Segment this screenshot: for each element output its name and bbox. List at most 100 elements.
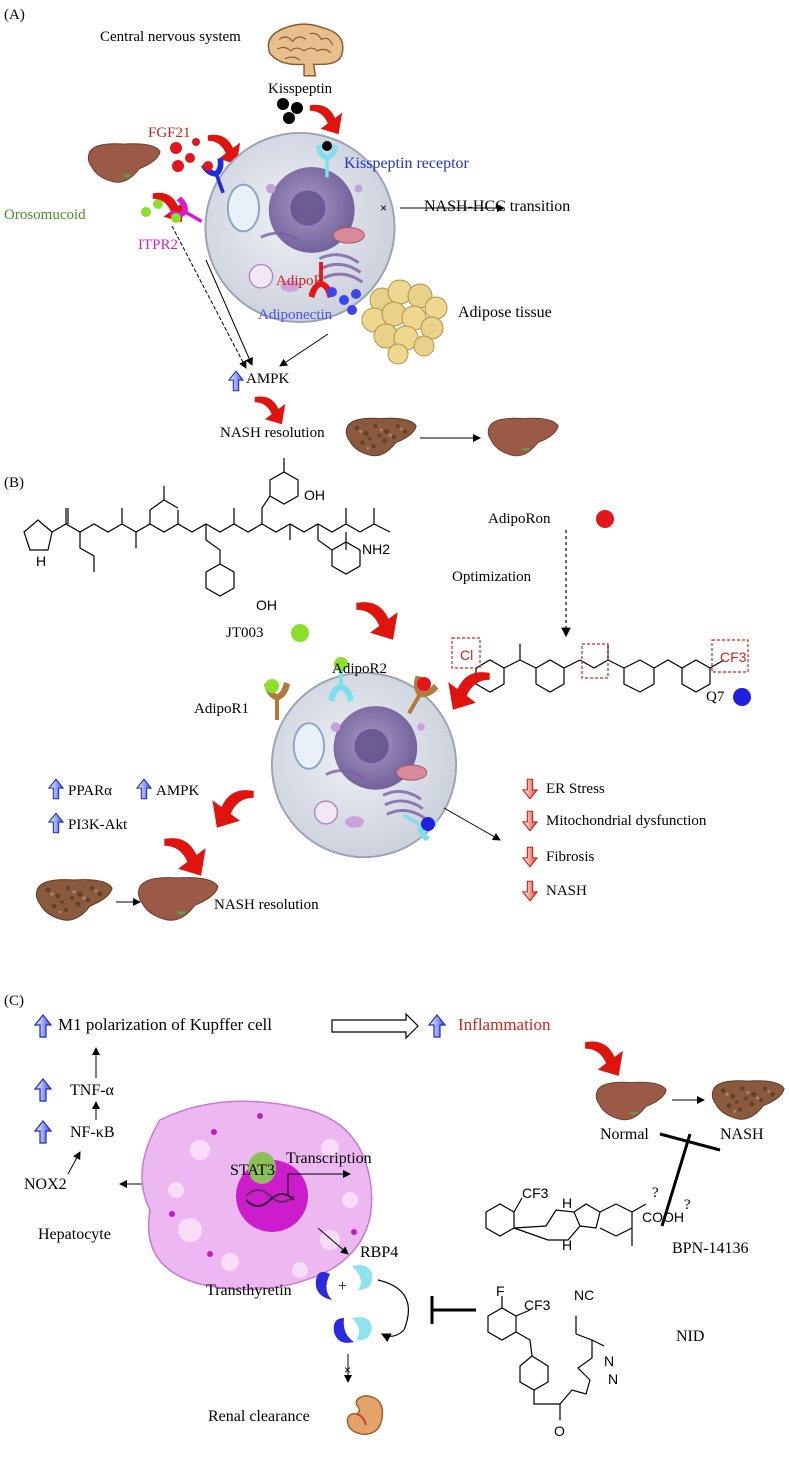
panel-b-label: (B)	[4, 475, 24, 491]
inflammation-label: Inflammation	[458, 1015, 551, 1034]
stat3-label: STAT3	[230, 1162, 275, 1179]
chem-h-bpn-1: H	[562, 1195, 573, 1211]
panel-a-label: (A)	[4, 7, 25, 23]
nid-label: NID	[676, 1328, 705, 1345]
liver-icon-a	[87, 143, 161, 183]
inhibit-bar-bpn	[659, 1132, 721, 1227]
up-arrow-ppara	[48, 778, 64, 800]
chem-cf3: CF3	[720, 649, 747, 665]
rbp4-icon	[352, 1265, 373, 1290]
up-arrow-inflammation	[428, 1014, 446, 1038]
nash-liver-icon-b	[35, 879, 113, 921]
adiporon-label: AdipoRon	[488, 511, 551, 527]
panel-c: ×	[34, 1012, 785, 1436]
orosomucoid-label: Orosomucoid	[4, 207, 86, 223]
hepatocyte-label: Hepatocyte	[38, 1226, 111, 1243]
inhibit-bar-nid	[430, 1296, 476, 1324]
adipose-label: Adipose tissue	[458, 304, 552, 321]
chem-nc: NC	[574, 1287, 595, 1303]
healthy-liver-icon-b	[137, 877, 219, 921]
chem-n-1: N	[604, 1353, 615, 1369]
panel-b-icons	[35, 510, 751, 921]
healthy-liver-icon-a	[487, 417, 559, 457]
cycle-arrow-end	[380, 1329, 405, 1343]
optimization-label: Optimization	[452, 569, 532, 585]
ampk-label-b: AMPK	[156, 783, 200, 799]
nash-liver-icon-c	[711, 1080, 785, 1120]
chem-h: H	[36, 553, 47, 569]
adiporon-dot	[596, 510, 614, 528]
nox2-label: NOX2	[24, 1176, 67, 1193]
plus-sign: +	[338, 1278, 348, 1295]
red-arrow-q7	[448, 672, 490, 710]
down-arrow-er	[522, 778, 538, 800]
red-arrow-inflammation	[585, 1041, 623, 1076]
up-arrow-tnf	[34, 1078, 52, 1102]
ampk-label-a: AMPK	[246, 371, 290, 387]
m1-label: M1 polarization of Kupffer cell	[58, 1015, 273, 1034]
fgf21-label: FGF21	[148, 125, 191, 141]
nash-liver-icon-a	[345, 417, 417, 457]
nash-label-c: NASH	[720, 1126, 764, 1143]
adipor2-label: AdipoR2	[332, 661, 388, 677]
jt003-dot	[291, 624, 309, 642]
panel-b	[23, 458, 749, 693]
fgf21-bound-dot	[203, 161, 213, 171]
up-arrow-ampk-b	[136, 778, 152, 800]
bpn-label: BPN-14136	[672, 1240, 749, 1257]
jt003-label: JT003	[226, 625, 264, 641]
brain-icon	[267, 23, 344, 77]
inhibit-x: ×	[380, 201, 387, 215]
kisspeptin-label: Kisspeptin	[268, 81, 333, 97]
chem-f: F	[496, 1283, 505, 1299]
up-arrow-nfkb	[34, 1120, 52, 1144]
adipose-tissue-icon	[361, 279, 448, 365]
kidney-icon	[346, 1394, 384, 1436]
tnf-label: TNF-α	[70, 1082, 114, 1099]
rbp4-label: RBP4	[360, 1244, 399, 1261]
pi3k-label: PI3K-Akt	[68, 817, 128, 833]
normal-liver-icon	[595, 1081, 667, 1121]
adiponectin-label: Adiponectin	[258, 307, 333, 323]
adiponectin-dots	[327, 287, 361, 315]
nash-hcc-label: NASH-HCC transition	[424, 198, 571, 215]
red-arrow-ampk	[254, 396, 286, 425]
mito-label: Mitochondrial dysfunction	[546, 813, 707, 829]
chem-oh-1: OH	[304, 487, 325, 503]
q7-label: Q7	[706, 689, 725, 705]
question-1: ?	[652, 1185, 659, 1201]
red-arrow-kisspeptin	[309, 104, 343, 135]
q7-bound-dot	[421, 817, 435, 831]
transthyretin-icon	[315, 1272, 332, 1300]
hepatocyte-icon	[141, 1100, 373, 1291]
bpn-structure	[485, 1197, 647, 1246]
nid-structure	[487, 1296, 605, 1420]
arrow-orosomucoid-ampk	[171, 225, 247, 369]
chem-cf3-nid: CF3	[524, 1297, 551, 1313]
panel-c-label: (C)	[4, 993, 24, 1009]
up-arrow-pi3k	[48, 812, 64, 834]
up-arrow-ampk-a	[228, 370, 244, 392]
normal-label: Normal	[600, 1126, 649, 1143]
red-arrow-jt003	[356, 602, 398, 640]
down-arrow-nash	[522, 880, 538, 902]
kisspeptin-dots	[277, 98, 303, 124]
hollow-arrow-m1	[331, 1012, 419, 1040]
chem-nh2: NH2	[362, 541, 391, 557]
q7-structure	[475, 644, 725, 693]
transcription-label: Transcription	[286, 1150, 372, 1167]
chem-cooh: COOH	[642, 1209, 684, 1225]
arrow-nox2-nfkb	[67, 1151, 81, 1175]
nash-resolution-label-b: NASH resolution	[214, 897, 319, 913]
itpr2-label: ITPR2	[138, 237, 179, 253]
chem-n-2: N	[608, 1371, 619, 1387]
ppara-label: PPARα	[68, 783, 113, 799]
chem-cl: Cl	[460, 647, 474, 663]
down-arrow-mito	[522, 810, 538, 832]
chem-h-bpn-2: H	[562, 1237, 573, 1253]
chem-cf3-bpn: CF3	[522, 1185, 549, 1201]
adipor1-label: AdipoR1	[194, 701, 250, 717]
fibrosis-label: Fibrosis	[546, 849, 595, 865]
red-arrow-b-left	[212, 790, 254, 828]
